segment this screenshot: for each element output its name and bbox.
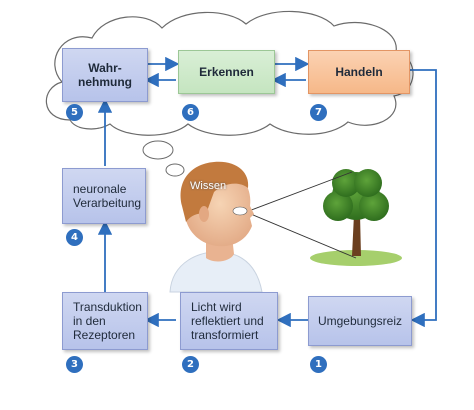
box-licht: Licht wird reflektiert und transformiert [180,292,278,350]
tree-icon [310,169,402,266]
box-neuronale-verarbeitung: neuronale Verarbeitung [62,168,146,224]
badge-4: 4 [66,229,83,246]
badge-5: 5 [66,104,83,121]
box-wahrnehmung-label: Wahr- nehmung [78,61,132,89]
box-transduktion-label: Transduktion in den Rezeptoren [73,300,142,342]
box-transduktion: Transduktion in den Rezeptoren [62,292,148,350]
box-handeln: Handeln [308,50,410,94]
sight-lines [245,171,357,259]
box-wahrnehmung: Wahr- nehmung [62,48,148,102]
box-umgebungsreiz: Umgebungsreiz [308,296,412,346]
box-erkennen: Erkennen [178,50,275,94]
wissen-label: Wissen [190,180,227,192]
box-neuronale-label: neuronale Verarbeitung [73,182,142,210]
person-head-icon [169,161,263,293]
box-umgebungsreiz-label: Umgebungsreiz [317,314,403,328]
badge-7: 7 [310,104,327,121]
badge-2: 2 [182,356,199,373]
box-handeln-label: Handeln [335,65,383,79]
box-licht-label: Licht wird reflektiert und transformiert [191,300,264,342]
badge-6: 6 [182,104,199,121]
badge-3: 3 [66,356,83,373]
arrows [97,56,437,328]
box-erkennen-label: Erkennen [199,65,254,79]
eye-icon [232,206,248,216]
badge-1: 1 [310,356,327,373]
